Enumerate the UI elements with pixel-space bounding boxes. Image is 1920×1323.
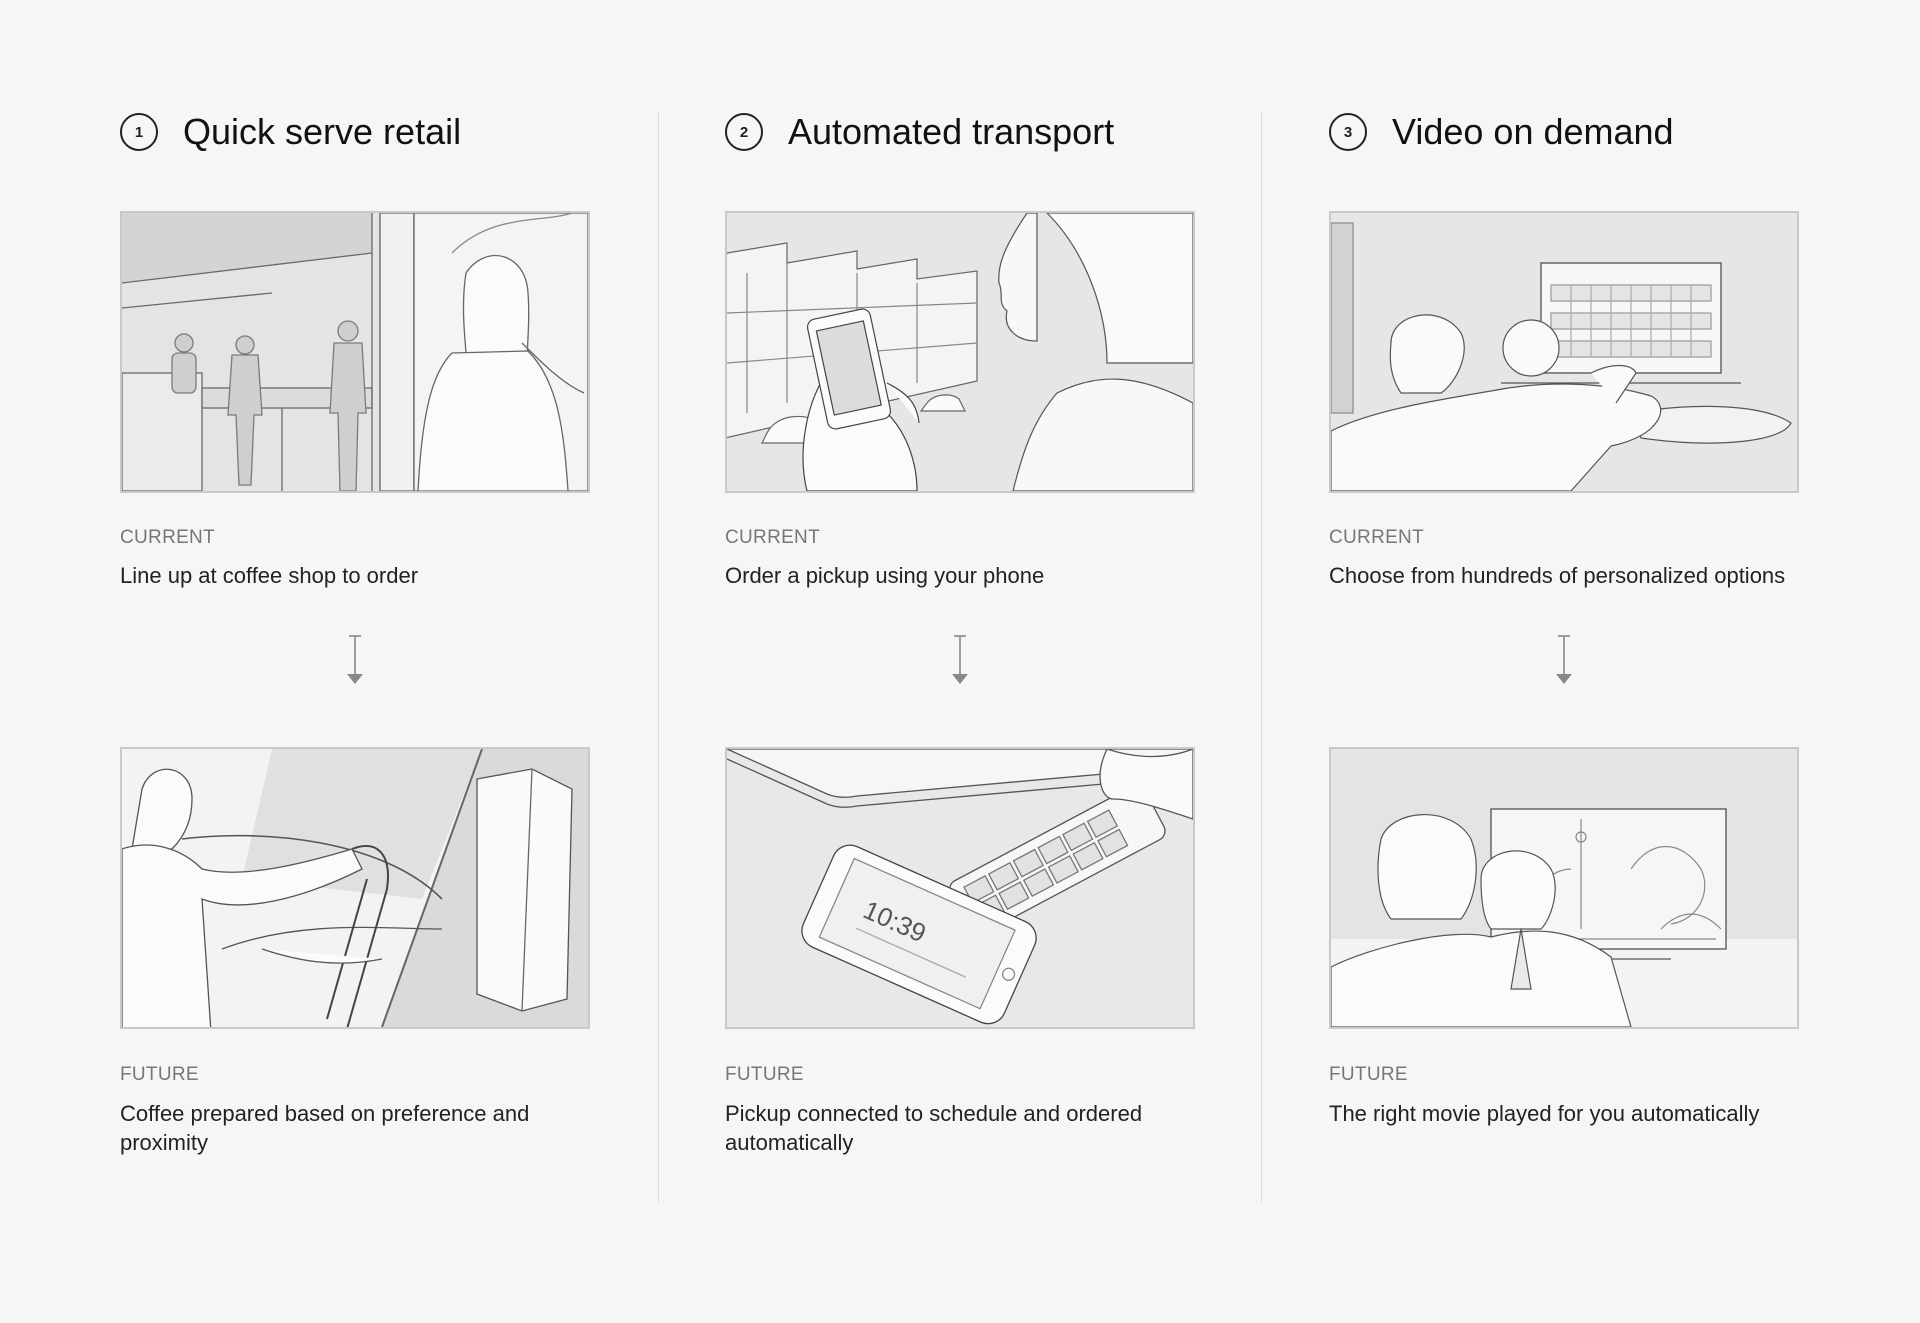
down-arrow-icon (1556, 635, 1572, 684)
future-description: Pickup connected to schedule and ordered… (725, 1101, 1143, 1155)
column-quick-serve-retail: 1 Quick serve retail (120, 0, 590, 1323)
current-description: Line up at coffee shop to order (120, 563, 419, 588)
future-description: Coffee prepared based on preference and … (120, 1101, 530, 1155)
column-automated-transport: 2 Automated transport (725, 0, 1195, 1323)
column-divider (658, 112, 659, 1202)
driver-car-illustration (120, 747, 590, 1029)
column-header: 3 Video on demand (1329, 108, 1674, 156)
couple-browsing-tv-illustration (1329, 211, 1799, 493)
current-label: CURRENT (725, 527, 820, 548)
column-title: Video on demand (1392, 111, 1674, 152)
coffee-shop-line-illustration (120, 211, 590, 493)
column-title: Automated transport (788, 111, 1115, 152)
current-label: CURRENT (1329, 527, 1424, 548)
current-description: Order a pickup using your phone (725, 563, 1045, 588)
column-header: 1 Quick serve retail (120, 108, 461, 156)
column-video-on-demand: 3 Video on demand (1329, 0, 1799, 1323)
current-description: Choose from hundreds of personalized opt… (1329, 563, 1786, 588)
step-number-badge: 1 (120, 113, 158, 151)
future-label: FUTURE (120, 1064, 199, 1085)
current-label: CURRENT (120, 527, 215, 548)
down-arrow-icon (347, 635, 363, 684)
down-arrow-icon (952, 635, 968, 684)
step-number-badge: 3 (1329, 113, 1367, 151)
future-label: FUTURE (725, 1064, 804, 1085)
future-label: FUTURE (1329, 1064, 1408, 1085)
couple-watching-movie-illustration (1329, 747, 1799, 1029)
future-description: The right movie played for you automatic… (1329, 1101, 1760, 1126)
step-number-badge: 2 (725, 113, 763, 151)
phone-pickup-illustration (725, 211, 1195, 493)
column-header: 2 Automated transport (725, 108, 1114, 156)
phone-keyboard-illustration: 10:39 (725, 747, 1195, 1029)
column-title: Quick serve retail (183, 111, 462, 152)
column-divider (1261, 112, 1262, 1202)
